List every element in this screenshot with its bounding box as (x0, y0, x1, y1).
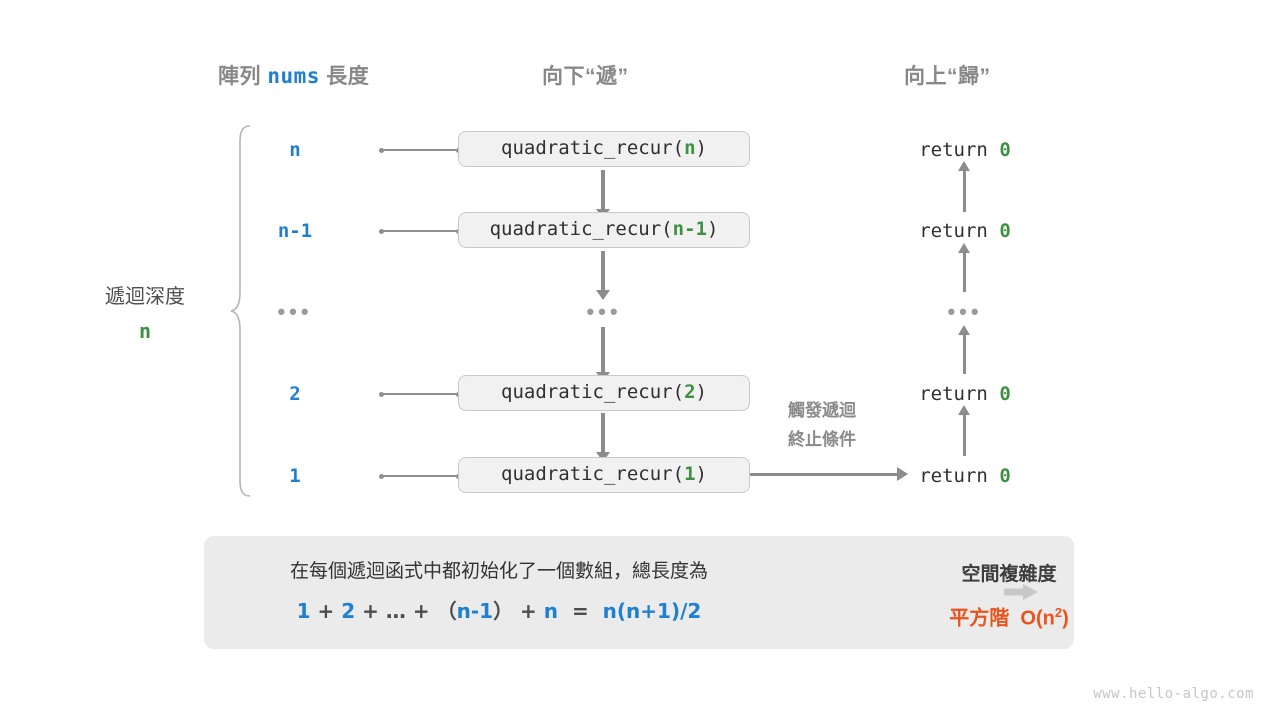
depth-ellipsis: ••• (277, 299, 313, 324)
call-argument: n-1 (672, 218, 707, 240)
call-suffix: ) (706, 218, 719, 240)
array-code-name: nums (267, 64, 320, 88)
ascend-arrow-5 (957, 405, 970, 456)
formula-ellipsis: … (385, 599, 406, 623)
return-statement: return 0 (880, 130, 1050, 170)
summary-panel: 在每個遞迴函式中都初始化了一個數組，總長度為 1 + 2 + … + （n-1）… (204, 536, 1074, 649)
return-keyword: return (919, 220, 988, 242)
depth-value: n (289, 139, 301, 161)
call-argument: 1 (684, 463, 696, 485)
return-statement: return 0 (880, 456, 1050, 496)
function-call-box[interactable]: quadratic_recur(n-1) (458, 212, 750, 248)
row-connector (379, 391, 461, 397)
watermark: www.hello-algo.com (1093, 686, 1254, 702)
formula-result: n(n+1)/2 (602, 599, 702, 623)
array-prefix-text: 陣列 (218, 65, 261, 88)
call-row: n quadratic_recur(n) return 0 (0, 130, 1280, 170)
row-connector (379, 147, 461, 153)
descend-arrow-1 (596, 170, 610, 219)
function-call-box[interactable]: quadratic_recur(1) (458, 457, 750, 493)
row-connector (379, 473, 461, 479)
summary-description: 在每個遞迴函式中都初始化了一個數組，總長度為 (289, 561, 708, 582)
complexity-title: 空間複雜度 (961, 564, 1057, 585)
depth-value: n-1 (277, 220, 313, 242)
return-keyword: return (919, 139, 988, 161)
function-call-box[interactable]: quadratic_recur(n) (458, 131, 750, 167)
recursion-depth-value: n (138, 319, 152, 343)
recursion-depth-label: 遞迴深度 n (60, 280, 230, 348)
ascend-arrow-2 (957, 243, 970, 292)
return-value: 0 (999, 139, 1011, 161)
complexity-prefix: 平方階 (949, 607, 1010, 630)
descend-arrow-5 (596, 413, 610, 462)
formula-paren-close: ） (493, 599, 514, 623)
formula-equals: = (571, 599, 589, 623)
call-prefix: quadratic_recur( (489, 218, 673, 240)
depth-value: 2 (289, 383, 301, 405)
call-argument: 2 (684, 381, 696, 403)
curly-brace-icon (228, 124, 254, 498)
return-value: 0 (999, 220, 1011, 242)
return-value: 0 (999, 465, 1011, 487)
call-row: n-1 quadratic_recur(n-1) return 0 (0, 211, 1280, 251)
return-keyword: return (919, 383, 988, 405)
terminate-note-line1: 觸發遞迴 (788, 401, 856, 420)
descend-arrow-2 (596, 251, 610, 300)
formula-op-2: + (362, 599, 379, 623)
call-suffix: ) (695, 463, 707, 485)
formula-op-1: + (317, 599, 335, 623)
formula-op-3: + (412, 599, 430, 623)
ellipsis-row: ••• ••• ••• (0, 292, 1280, 332)
terminate-note-line2: 終止條件 (788, 430, 856, 449)
return-ellipsis: ••• (947, 299, 983, 324)
array-suffix-text: 長度 (326, 65, 370, 88)
column-header-descend: 向下“遞” (542, 65, 629, 88)
call-argument: n (684, 137, 696, 159)
complexity-exponent: 2 (1054, 605, 1063, 620)
base-case-arrow (750, 467, 908, 481)
formula-op-4: + (520, 599, 537, 623)
complexity-big-o: O(n (1020, 607, 1055, 630)
formula-paren-open: （ (436, 599, 457, 623)
return-keyword: return (919, 465, 988, 487)
formula-term-4: n-1 (456, 599, 494, 623)
ascend-arrow-4 (957, 325, 970, 374)
depth-value: 1 (289, 465, 301, 487)
complexity-value: 平方階 O(n2) (794, 600, 1074, 632)
return-value: 0 (999, 383, 1011, 405)
column-header-ascend: 向上“歸” (904, 65, 991, 88)
call-prefix: quadratic_recur( (501, 137, 685, 159)
terminate-condition-note: 觸發遞迴 終止條件 (752, 396, 892, 454)
complexity-tail: ) (1062, 607, 1069, 630)
formula-term-5: n (543, 599, 559, 623)
descend-arrow-4 (596, 332, 610, 382)
right-arrow-icon (1004, 584, 1038, 600)
formula-term-2: 2 (341, 599, 356, 623)
ascend-arrow-1 (957, 161, 970, 212)
call-prefix: quadratic_recur( (501, 463, 685, 485)
column-header-array: 陣列 nums 長度 (218, 60, 369, 90)
formula-term-1: 1 (296, 599, 311, 623)
call-suffix: ) (695, 137, 707, 159)
row-connector (379, 228, 461, 234)
return-statement: return 0 (880, 374, 1050, 414)
call-ellipsis: ••• (586, 299, 622, 324)
call-prefix: quadratic_recur( (501, 381, 685, 403)
summary-right-section: 空間複雜度 平方階 O(n2) (794, 536, 1074, 649)
summary-left-section: 在每個遞迴函式中都初始化了一個數組，總長度為 1 + 2 + … + （n-1）… (204, 536, 794, 649)
return-statement: return 0 (880, 211, 1050, 251)
summary-formula: 1 + 2 + … + （n-1） + n = n(n+1)/2 (204, 598, 794, 624)
call-row: 2 quadratic_recur(2) return 0 (0, 374, 1280, 414)
recursion-depth-text: 遞迴深度 (105, 286, 185, 308)
call-suffix: ) (695, 381, 707, 403)
call-row: 1 quadratic_recur(1) return 0 (0, 456, 1280, 496)
function-call-box[interactable]: quadratic_recur(2) (458, 375, 750, 411)
